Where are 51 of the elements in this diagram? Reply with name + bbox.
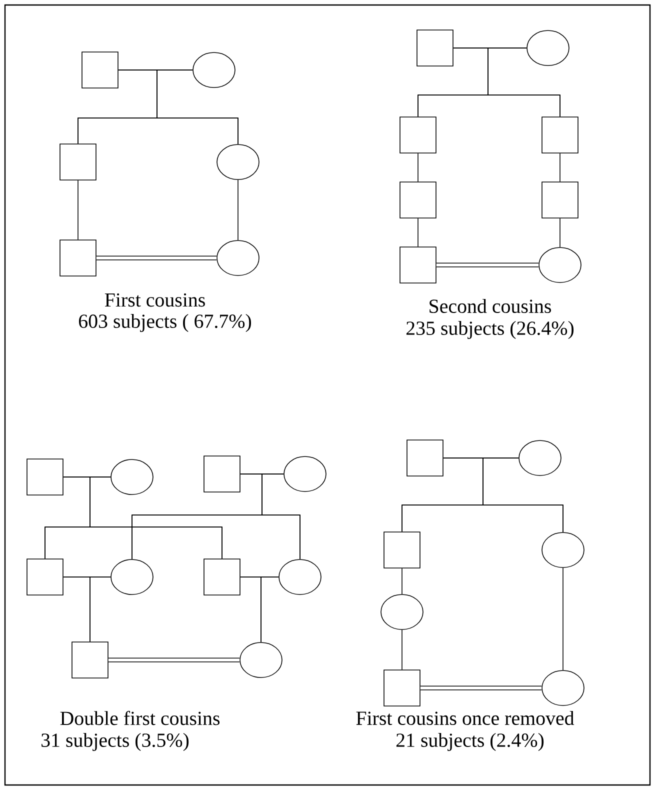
female-circle <box>542 670 584 706</box>
caption: 21 subjects (2.4%) <box>396 732 544 752</box>
male-square <box>384 670 420 706</box>
female-circle <box>216 240 260 276</box>
male-square <box>400 246 436 284</box>
male-square <box>542 116 578 154</box>
female-circle <box>518 440 562 476</box>
female-circle <box>284 456 326 492</box>
female-circle <box>526 30 570 66</box>
descent-line <box>488 48 560 117</box>
male-square <box>400 182 436 218</box>
male-square <box>542 182 578 218</box>
caption: 31 subjects (3.5%) <box>42 732 189 752</box>
male-square <box>26 558 64 596</box>
male-square <box>204 558 240 596</box>
female-circle <box>110 559 154 595</box>
caption: 603 subjects ( 67.7%) <box>78 314 252 332</box>
caption: First cousins <box>104 293 205 307</box>
consanguineous-marriage-line <box>96 256 217 260</box>
caption: Double first cousins <box>60 710 220 726</box>
consanguineous-marriage-line <box>420 686 542 690</box>
female-circle <box>542 532 584 568</box>
male-square <box>60 144 96 180</box>
female-circle <box>110 459 154 495</box>
male-square <box>82 52 118 88</box>
male-square <box>384 532 420 568</box>
female-circle <box>192 52 236 88</box>
male-square <box>26 458 64 496</box>
lineage-line <box>562 568 564 670</box>
caption: First cousins once removed <box>356 711 574 725</box>
caption: Second cousins <box>430 299 551 313</box>
male-square <box>60 240 96 276</box>
female-circle <box>240 642 282 678</box>
male-square <box>400 116 436 154</box>
male-square <box>204 456 240 492</box>
consanguineous-marriage-line <box>436 262 539 268</box>
caption: 235 subjects (26.4%) <box>406 320 574 340</box>
descent-line <box>90 576 111 642</box>
descent-line <box>90 476 222 559</box>
descent-line <box>156 70 238 144</box>
male-square <box>416 30 454 66</box>
female-circle <box>216 144 260 180</box>
descent-line <box>260 576 279 642</box>
consanguineous-marriage-line <box>108 658 240 662</box>
male-square <box>72 642 108 678</box>
descent-line <box>262 474 300 560</box>
female-circle <box>538 247 582 283</box>
descent-line <box>482 458 564 532</box>
male-square <box>406 440 444 476</box>
female-circle <box>278 559 322 595</box>
female-circle <box>380 594 424 630</box>
